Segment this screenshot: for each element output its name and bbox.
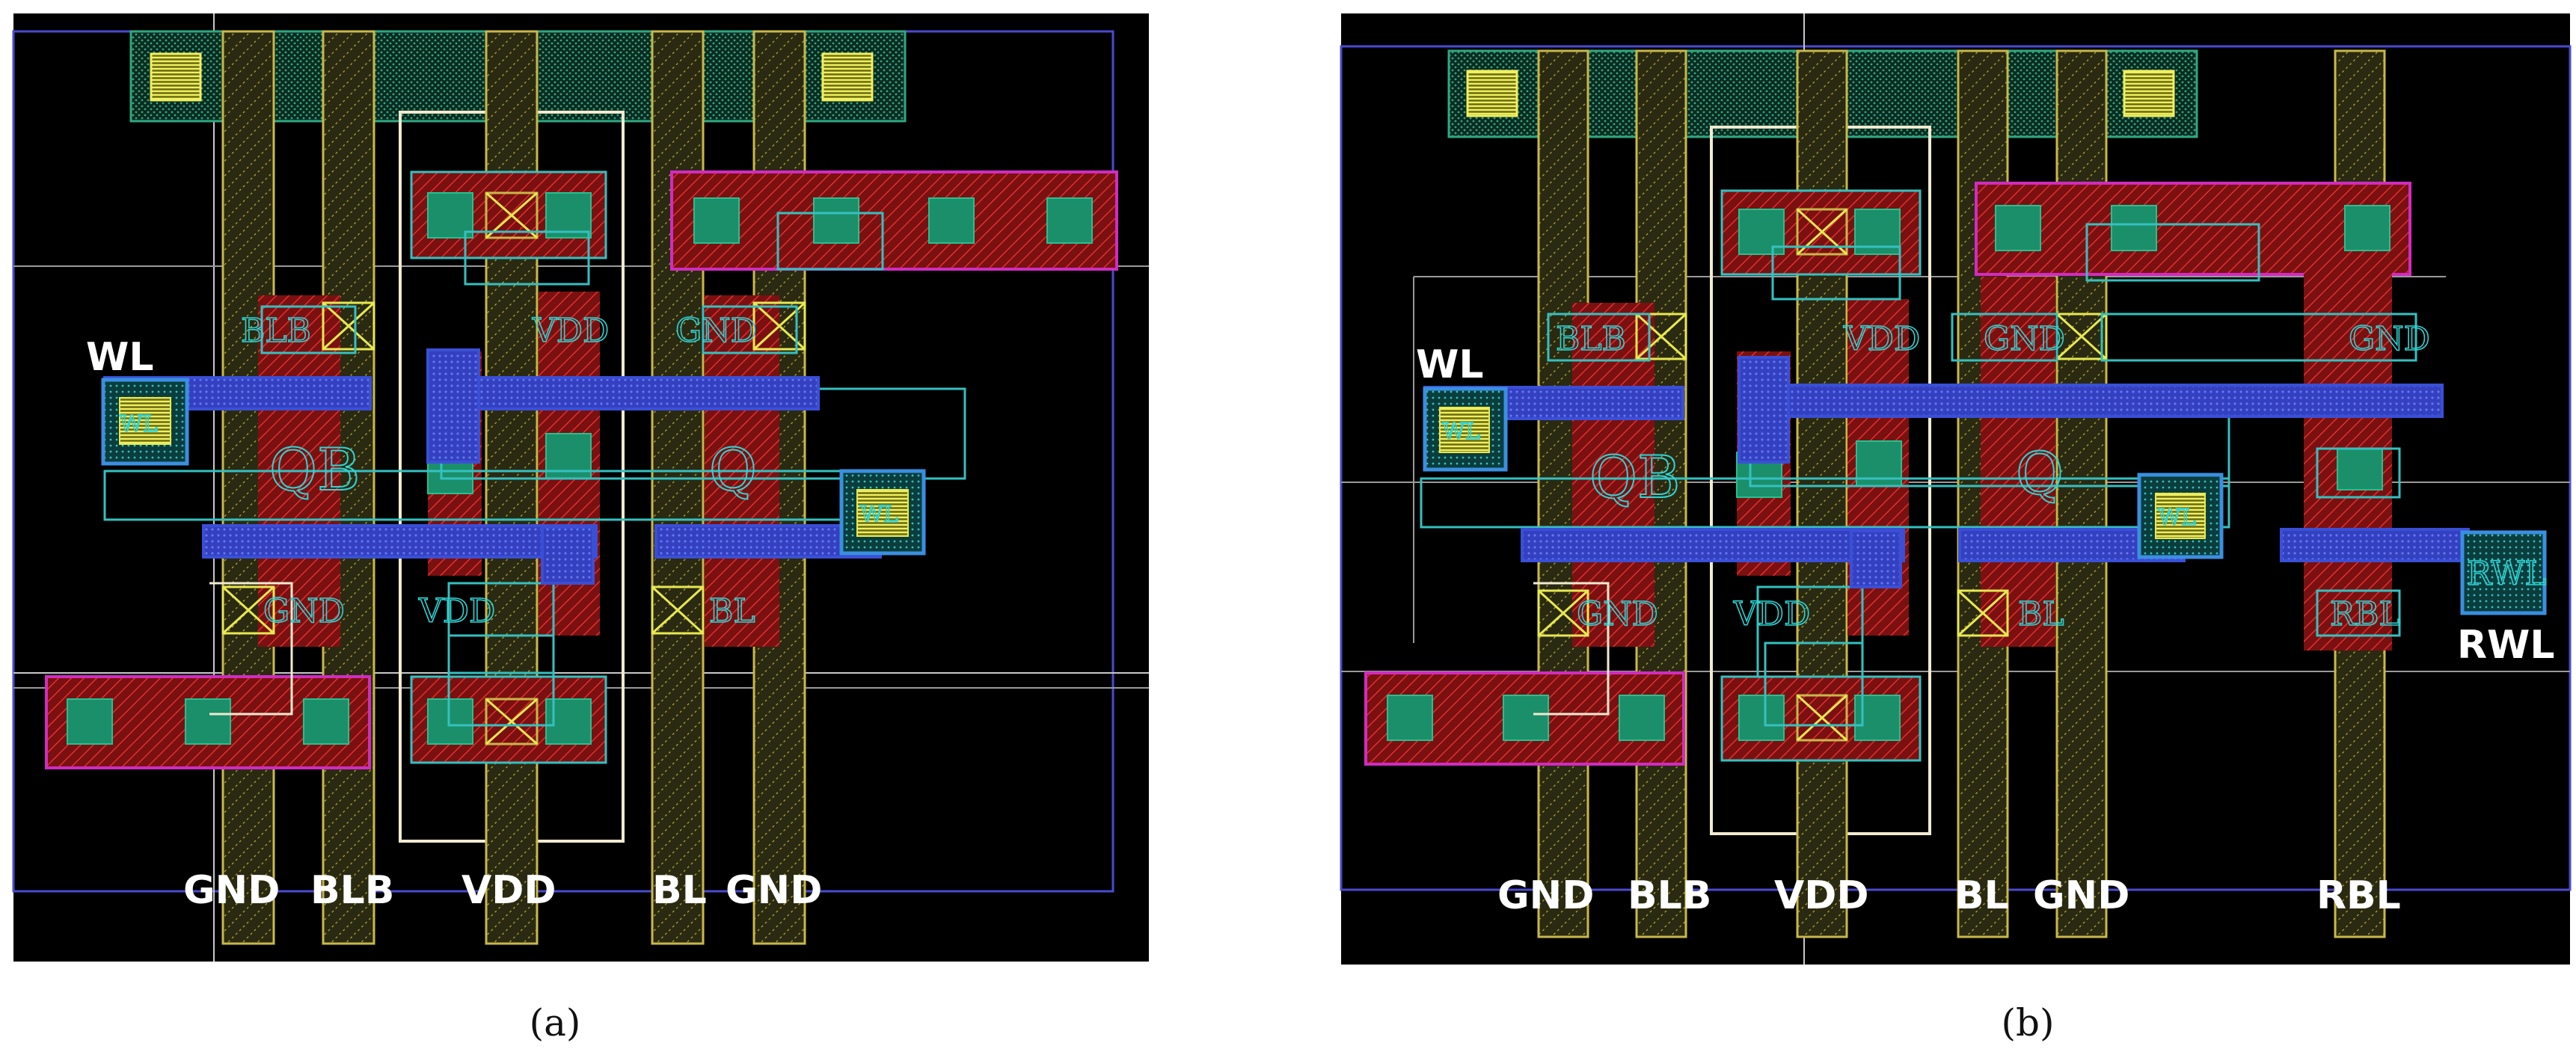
panel-b-strap-via (1466, 70, 1518, 117)
panel-b: WL WL BLB VDD GND GND QB Q GND VDD BL RB… (1340, 13, 2572, 1045)
panel-b-caption: (b) (2001, 1001, 2054, 1045)
panel-a-caption: (a) (530, 1001, 581, 1045)
panel-a-label-vdd-bottom: VDD (418, 592, 495, 630)
panel-a-gnd-left-label: GND (183, 868, 280, 913)
panel-b-gate-vertical (1738, 356, 1790, 464)
panel-a-track-bl (651, 30, 705, 945)
panel-b-label-q: Q (2016, 440, 2064, 508)
panel-a-label-bl: BL (709, 592, 755, 630)
panel-b-gate-crosses (1537, 208, 2108, 742)
panel-b-gnd-left-label: GND (1497, 873, 1594, 918)
panel-a-vdd-label: VDD (461, 868, 556, 913)
panel-a-label-blb: BLB (241, 312, 311, 350)
panel-a-gate-vertical (541, 526, 595, 585)
panel-b-label-gnd-bottom: GND (1577, 595, 1658, 633)
panel-b-wl-pin-left-via (1439, 407, 1490, 453)
panel-a-blb-label: BLB (310, 868, 394, 913)
panel-a-strap-via (150, 52, 202, 102)
panel-b-diffusion-column-right (1981, 277, 2055, 647)
panel-a-label-gnd-bottom: GND (263, 592, 345, 630)
panel-b-wordline (1738, 384, 2444, 418)
panel-b-label-rbl: RBL (2330, 595, 2401, 633)
panel-b-label-gnd-top-right: GND (2349, 320, 2430, 358)
panel-a-label-vdd-top: VDD (532, 312, 609, 350)
panel-a-diffusion-top-right (670, 170, 1118, 271)
panel-b-gate-vertical (1850, 529, 1902, 588)
panel-a-wl-label: WL (86, 335, 154, 380)
panel-b-label-gnd-top: GND (1984, 320, 2065, 358)
panel-a-strap-via (821, 52, 874, 102)
panel-b-diffusion-top-right (1975, 182, 2411, 276)
panel-a-wordline (426, 376, 820, 410)
panel-a: WL WL BLB VDD GND QB Q GND VDD BL WL GND… (12, 13, 1149, 1045)
panel-a-wordline (202, 524, 598, 559)
panel-a-gate-vertical (426, 348, 480, 464)
panel-b-strap-via (2123, 70, 2175, 117)
panel-a-label-q: Q (709, 437, 757, 504)
panel-b-vdd-label: VDD (1774, 873, 1869, 918)
panel-a-label-qb: QB (269, 437, 360, 504)
panel-a-track-vdd (485, 30, 539, 945)
panel-a-contacts (67, 192, 1093, 745)
panel-b-rwl-label: RWL (2457, 623, 2555, 668)
panel-b-label-vdd-bottom: VDD (1733, 595, 1810, 633)
panel-b-gnd-right-label: GND (2033, 873, 2129, 918)
panel-b-wl-label: WL (1416, 342, 1484, 387)
panel-a-wl-pin-right-via (856, 489, 909, 537)
panel-b-read-wordline (2280, 528, 2470, 562)
panel-a-bl-label: BL (652, 868, 707, 913)
panel-b-rwl-pin (2460, 530, 2547, 615)
panel-b-wordline (1521, 528, 1905, 562)
panel-b-wl-pin-right-via (2155, 493, 2206, 539)
panel-a-gnd-right-label: GND (726, 868, 822, 913)
panel-b-wl-pin-right-text: WL (2158, 505, 2196, 531)
panel-a-wl-pin-left-via (119, 397, 171, 445)
panel-a-interconnect (103, 212, 966, 727)
panel-b-bl-label: BL (1954, 873, 2009, 918)
panel-b-label-rwl: RWL (2467, 555, 2547, 593)
panel-a-label-gnd-top: GND (675, 312, 757, 350)
panel-b-cell-boundary (1340, 45, 2572, 891)
panel-b-label-vdd-top: VDD (1843, 320, 1920, 358)
panel-b-label-qb: QB (1589, 444, 1680, 511)
panel-a-gate-crosses (221, 191, 806, 745)
panel-b-track-vdd (1796, 49, 1848, 938)
panel-b-label-bl: BL (2018, 595, 2064, 633)
panel-a-wl-pin-right-text: WL (860, 502, 898, 528)
panel-a-wl-pin-left-text: WL (120, 411, 158, 437)
panel-b-blb-label: BLB (1628, 873, 1711, 918)
panel-b-rbl-label: RBL (2316, 873, 2401, 918)
panel-b-label-blb: BLB (1556, 320, 1626, 358)
panel-b-wl-pin-left-text: WL (1442, 419, 1480, 445)
